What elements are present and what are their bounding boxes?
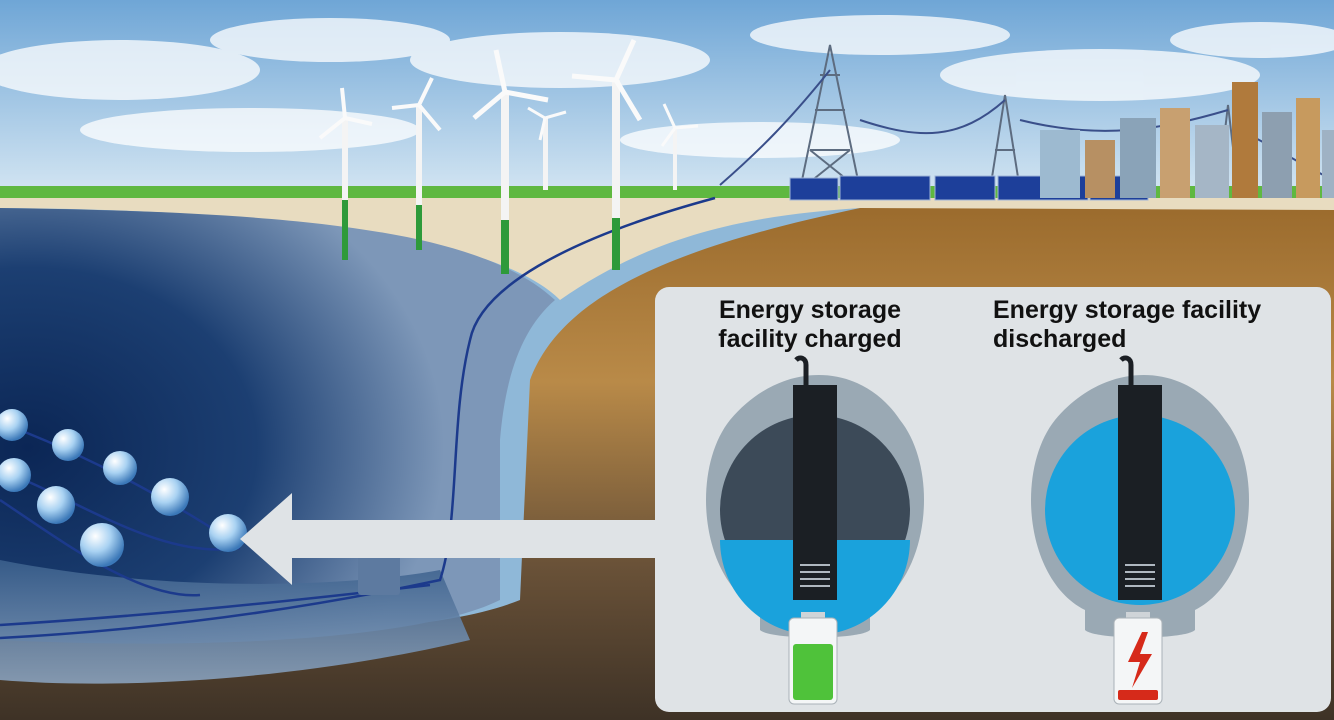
discharged-title-line-2: discharged	[993, 325, 1127, 353]
charged-title-line-1: Energy storage	[718, 296, 901, 324]
arrow-left-icon	[240, 493, 658, 585]
wind-turbine-icon	[318, 38, 699, 274]
power-pylon-icon	[719, 44, 1334, 191]
storage-sphere-charged	[706, 355, 924, 638]
seabed	[0, 560, 470, 684]
battery-full-icon	[788, 612, 838, 705]
city-skyline-icon	[1040, 82, 1334, 198]
subsea-connector	[358, 555, 400, 595]
battery-empty-lightning-icon	[1113, 612, 1163, 705]
discharged-title-line-1: Energy storage facility	[993, 296, 1262, 324]
seabed-sphere-icon	[0, 409, 247, 567]
beach	[0, 198, 1334, 300]
clouds	[0, 15, 1334, 158]
storage-sphere-discharged	[1031, 355, 1249, 638]
discharged-facility-title: Energy storage facility discharged	[993, 296, 1293, 354]
charged-facility-title: Energy storage facility charged	[660, 296, 960, 354]
charged-title-line-2: facility charged	[718, 325, 902, 353]
